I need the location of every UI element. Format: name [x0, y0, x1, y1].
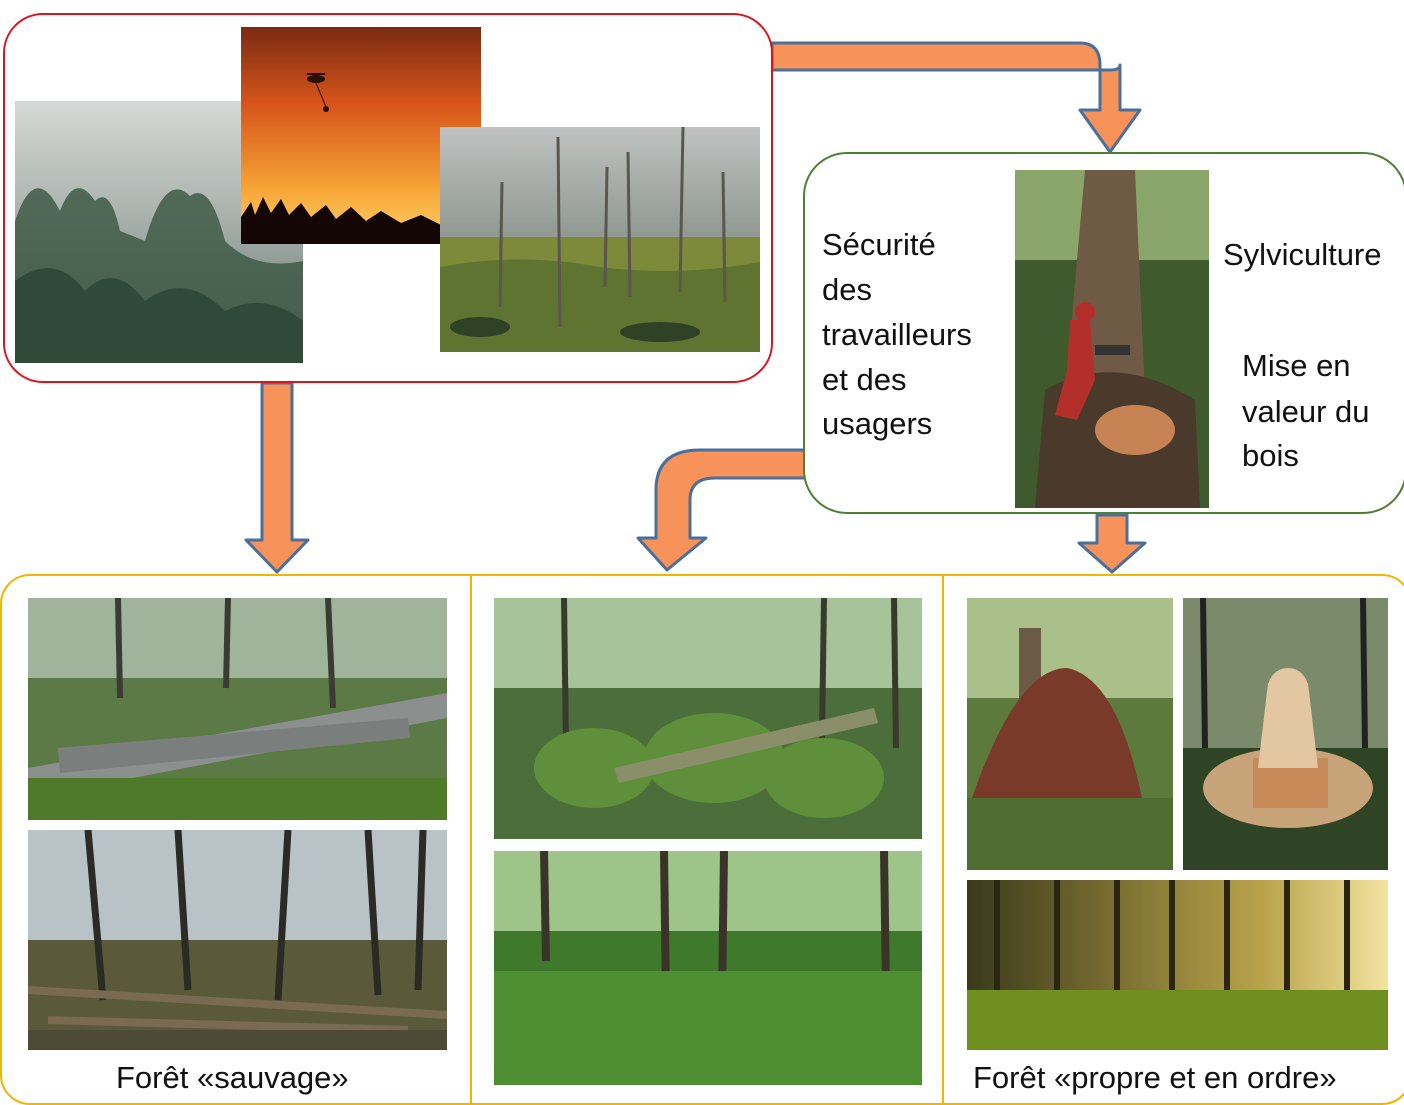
sunlit-forest-photo — [967, 880, 1388, 1050]
wood-sculpture-photo — [1183, 598, 1388, 870]
wild-forest-label: Forêt «sauvage» — [116, 1060, 349, 1095]
wild-woodland-photo — [28, 830, 447, 1050]
safety-text-line-3: travailleurs — [822, 317, 972, 352]
tidy-forest-label: Forêt «propre et en ordre» — [973, 1060, 1337, 1095]
dense-forest-photo — [494, 851, 922, 1085]
safety-text-line-5: usagers — [822, 406, 933, 441]
arrow-disturbance-to-wild — [244, 381, 310, 574]
mossy-forest-photo — [494, 598, 922, 839]
wood-value-line-2: valeur du — [1242, 394, 1370, 429]
arrow-management-to-tidy — [1077, 513, 1147, 574]
chainsaw-worker-photo — [1015, 170, 1209, 508]
wood-value-line-1: Mise en — [1242, 348, 1351, 383]
wood-value-line-3: bois — [1242, 438, 1299, 473]
safety-text-line-1: Sécurité — [822, 227, 936, 262]
arrow-disturbance-to-management — [770, 41, 1142, 154]
fallen-logs-photo — [28, 598, 447, 820]
safety-text-line-4: et des — [822, 362, 907, 397]
arrow-management-to-middle — [636, 448, 807, 572]
brush-pile-photo — [967, 598, 1173, 870]
safety-text-line-2: des — [822, 272, 872, 307]
silviculture-title: Sylviculture — [1223, 237, 1382, 272]
dead-forest-photo — [440, 127, 760, 352]
